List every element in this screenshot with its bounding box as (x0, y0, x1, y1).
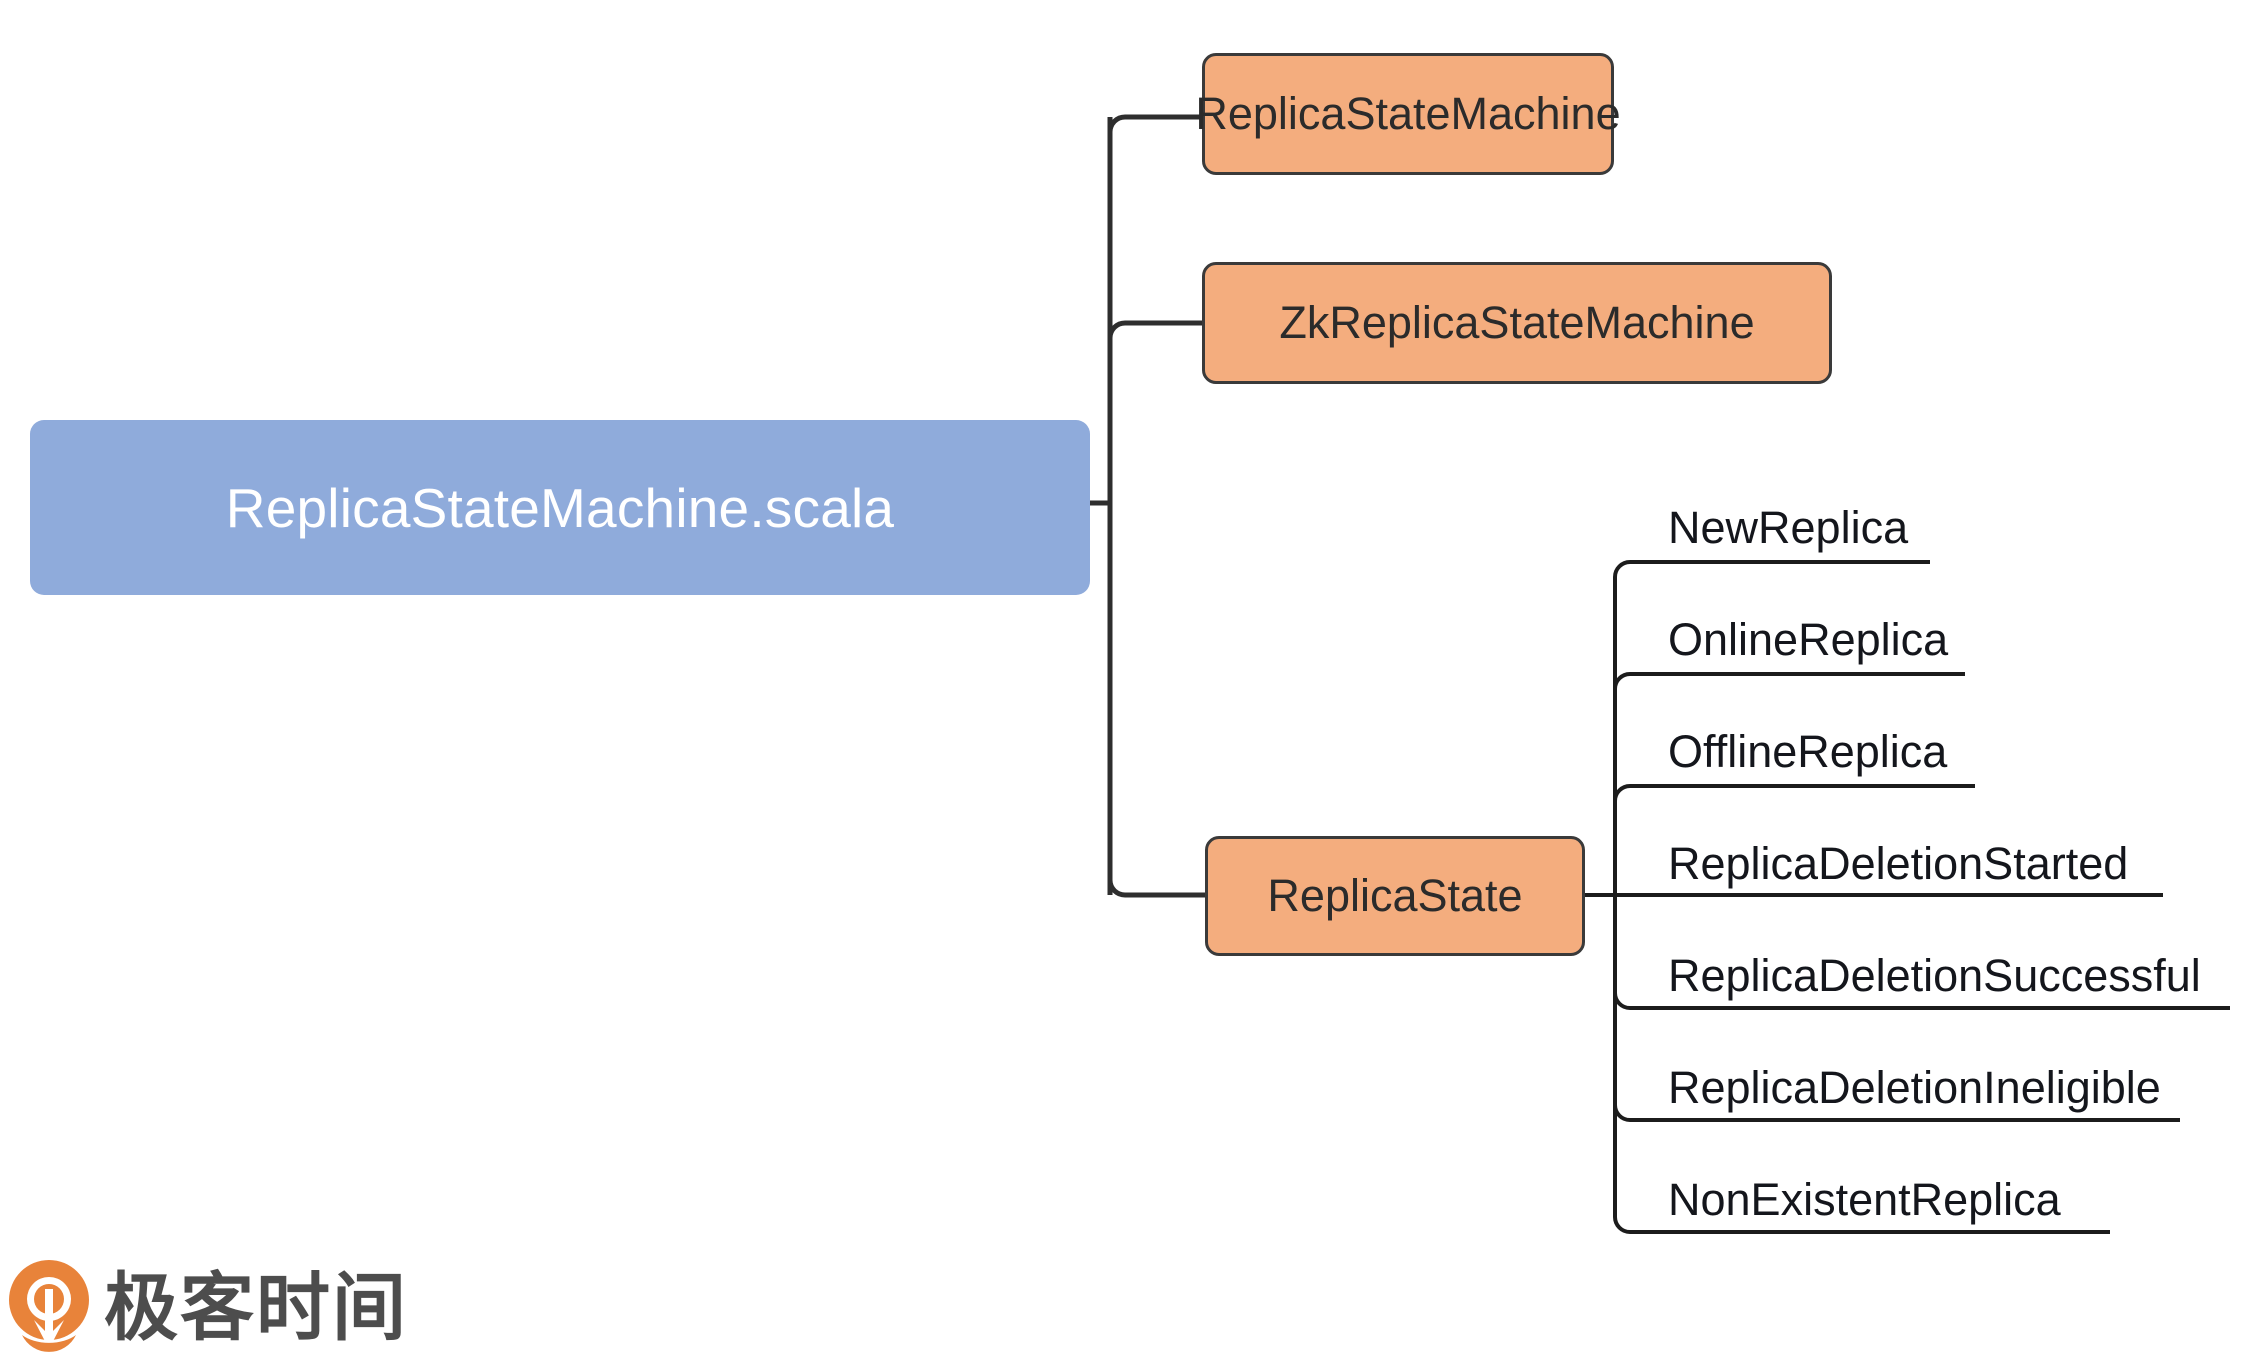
brand-logo: 极客时间 (8, 1256, 428, 1360)
branch-node-replicastatemachine[interactable]: ReplicaStateMachine (1195, 53, 1621, 175)
leaf-label-onlinereplica[interactable]: OnlineReplica (1668, 614, 1949, 665)
branch-node-replicastate[interactable]: ReplicaState (1205, 836, 1585, 956)
leaf-label-nonexistentreplica[interactable]: NonExistentReplica (1668, 1174, 2061, 1225)
branch-node-zkreplicastatemachine[interactable]: ZkReplicaStateMachine (1202, 262, 1832, 384)
leaf-label-newreplica[interactable]: NewReplica (1668, 502, 1909, 553)
leaf-label-replicadeletionsuccessful[interactable]: ReplicaDeletionSuccessful (1668, 950, 2201, 1001)
branch-node-label: ZkReplicaStateMachine (1279, 297, 1755, 348)
root-node[interactable]: ReplicaStateMachine.scala (30, 420, 1090, 595)
brand-wordmark: 极客时间 (104, 1265, 408, 1351)
leaf-label-replicadeletionineligible[interactable]: ReplicaDeletionIneligible (1668, 1062, 2161, 1113)
root-node-label: ReplicaStateMachine.scala (225, 476, 895, 539)
geektime-pin-icon (9, 1260, 89, 1352)
branch-node-label: ReplicaStateMachine (1195, 88, 1621, 139)
branch-node-label: ReplicaState (1267, 870, 1523, 921)
leaf-label-offlinereplica[interactable]: OfflineReplica (1668, 726, 1948, 777)
leaf-label-replicadeletionstarted[interactable]: ReplicaDeletionStarted (1668, 838, 2129, 889)
